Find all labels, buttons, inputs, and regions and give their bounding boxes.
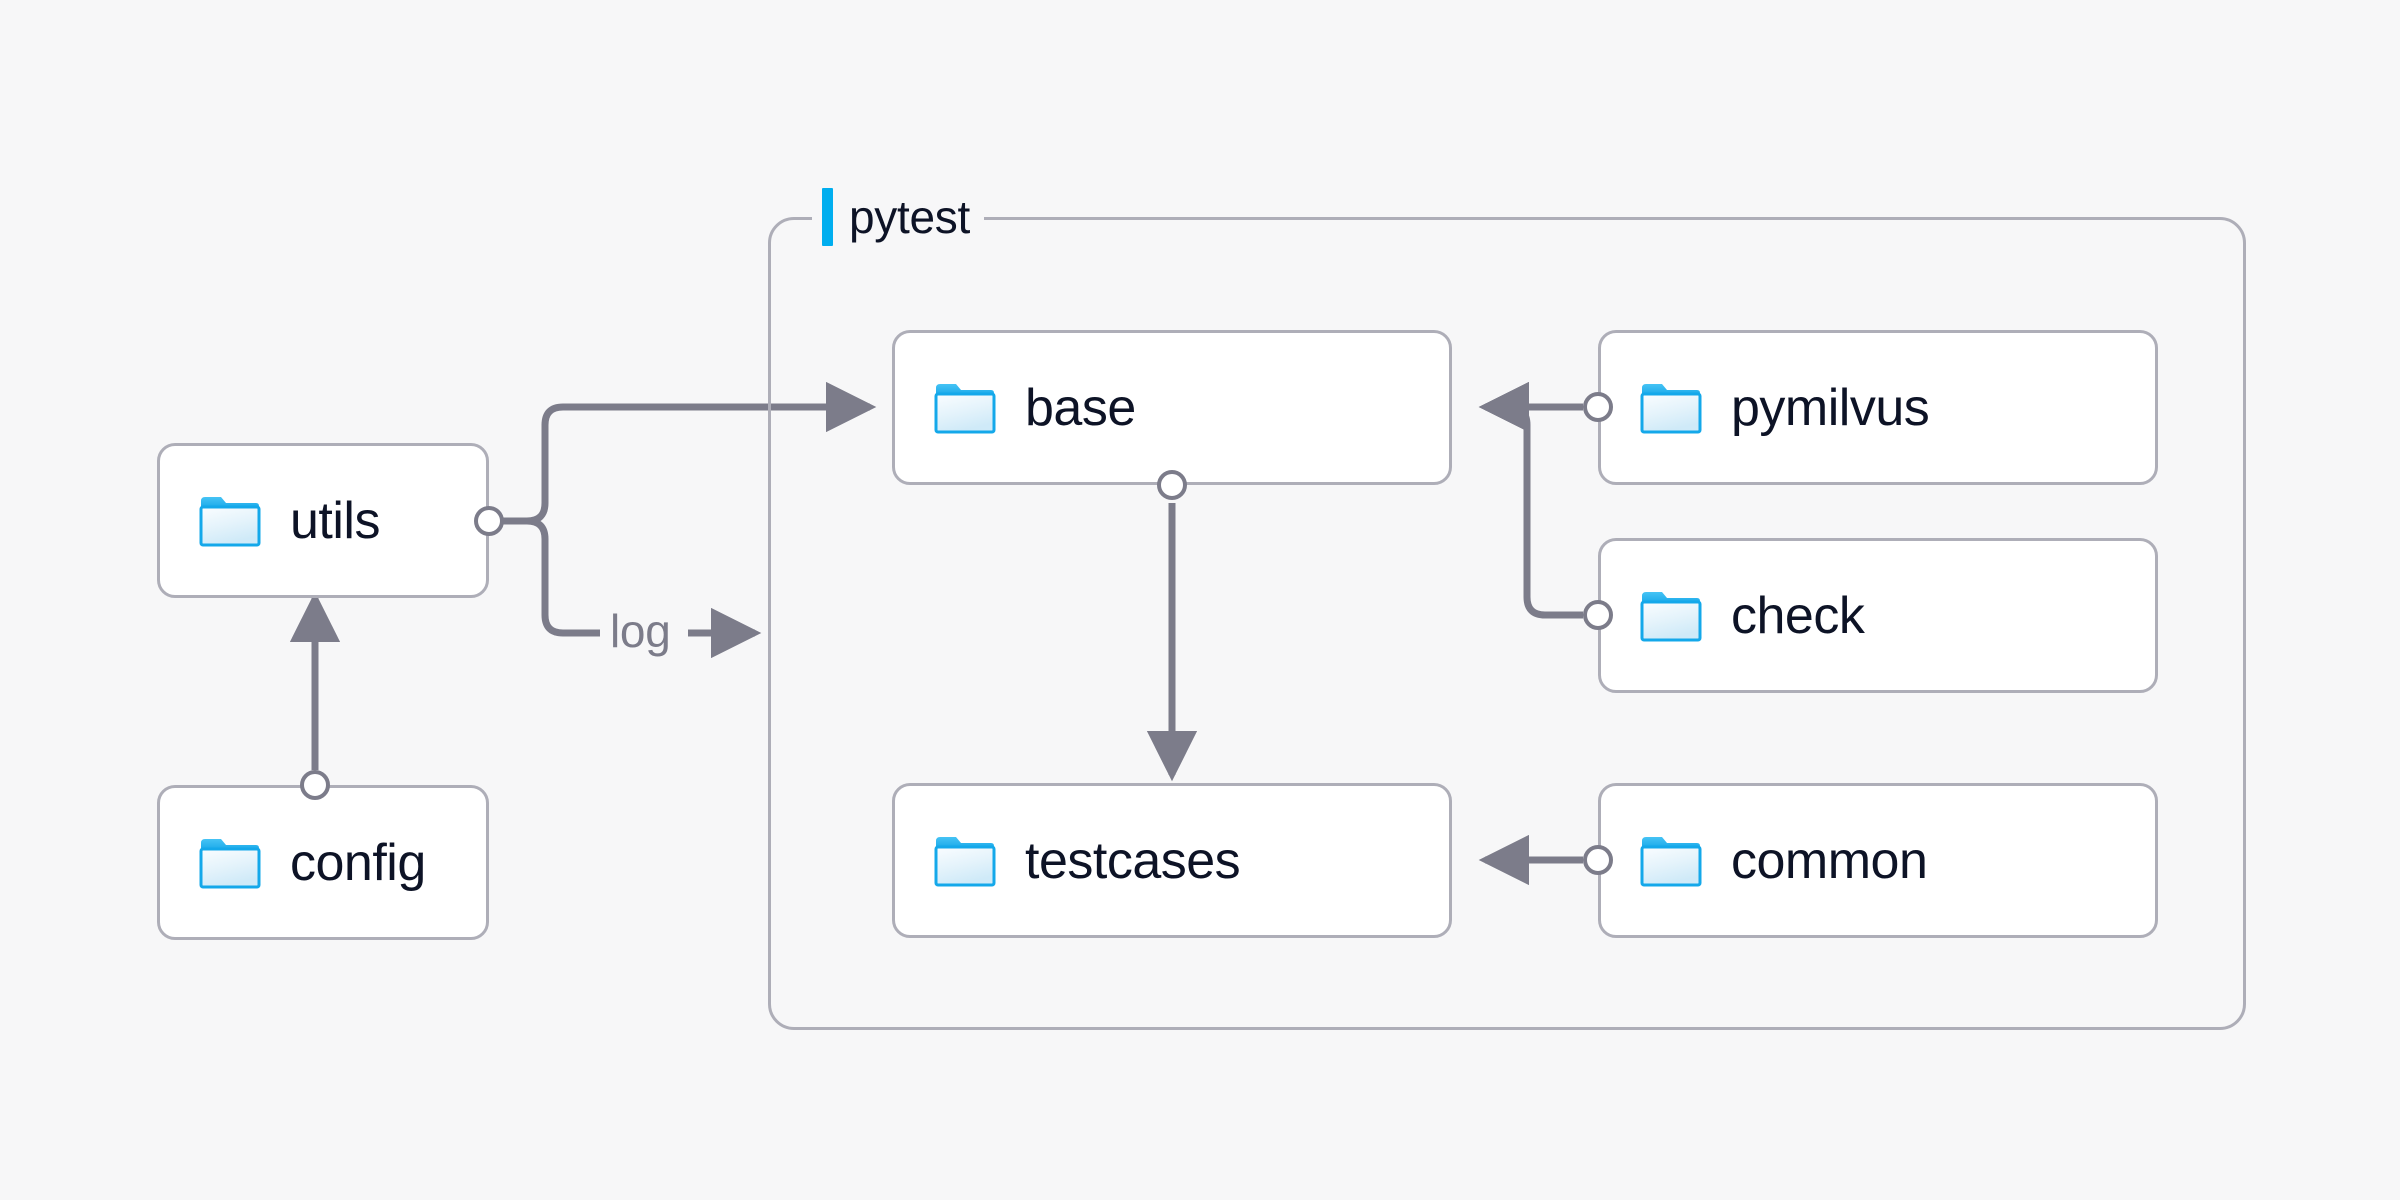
folder-icon [1640, 836, 1702, 886]
node-pymilvus-label: pymilvus [1731, 378, 1930, 437]
accent-bar-icon [822, 188, 833, 246]
edge-utils-log-a [526, 517, 602, 637]
folder-icon [1640, 383, 1702, 433]
node-base[interactable]: base [892, 330, 1452, 485]
node-testcases[interactable]: testcases [892, 783, 1452, 938]
node-config-label: config [290, 833, 426, 892]
port-pymilvus-left[interactable] [1583, 392, 1613, 422]
folder-icon [199, 838, 261, 888]
node-base-label: base [1025, 378, 1136, 437]
node-config[interactable]: config [157, 785, 489, 940]
node-pymilvus[interactable]: pymilvus [1598, 330, 2158, 485]
port-utils-right[interactable] [474, 506, 504, 536]
node-testcases-label: testcases [1025, 831, 1241, 890]
node-common-label: common [1731, 831, 1928, 890]
node-utils[interactable]: utils [157, 443, 489, 598]
node-check[interactable]: check [1598, 538, 2158, 693]
node-check-label: check [1731, 586, 1865, 645]
port-base-bottom[interactable] [1157, 470, 1187, 500]
port-config-top[interactable] [300, 770, 330, 800]
edge-label-log: log [600, 608, 681, 654]
port-check-left[interactable] [1583, 600, 1613, 630]
node-common[interactable]: common [1598, 783, 2158, 938]
folder-icon [199, 496, 261, 546]
folder-icon [1640, 591, 1702, 641]
group-pytest[interactable] [768, 217, 2246, 1030]
port-common-left[interactable] [1583, 845, 1613, 875]
group-pytest-label: pytest [812, 186, 984, 248]
group-title: pytest [849, 191, 970, 243]
folder-icon [934, 836, 996, 886]
folder-icon [934, 383, 996, 433]
node-utils-label: utils [290, 491, 380, 550]
